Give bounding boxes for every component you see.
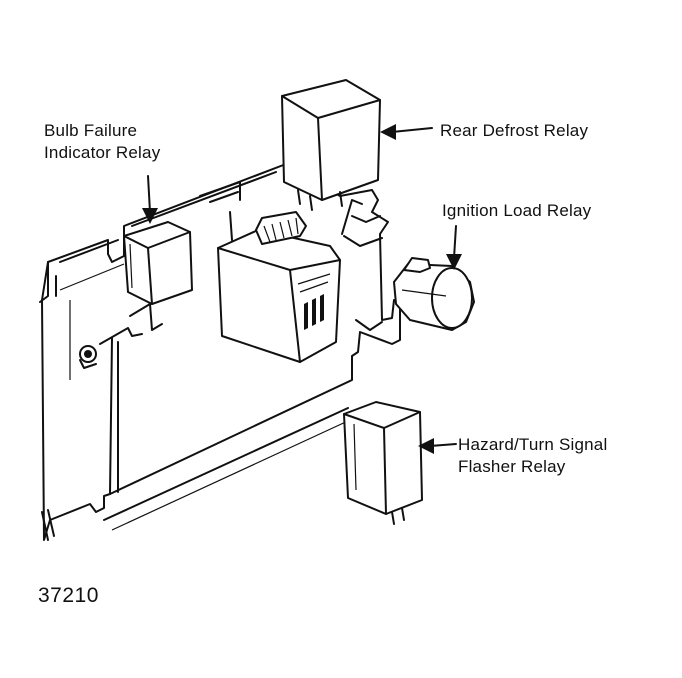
bulb-failure-label-line2: Indicator Relay [44,143,161,162]
rear-defrost-relay [281,79,381,211]
hazard-turn-label-line1: Hazard/Turn Signal [458,435,608,454]
mounting-bracket [39,163,401,541]
hazard-flasher-relay [343,401,423,525]
ignition-load-label: Ignition Load Relay [442,201,592,220]
hazard-turn-label-line2: Flasher Relay [458,457,566,476]
bulb-failure-label: Bulb Failure Indicator Relay [44,120,160,164]
figure-number: 37210 [38,584,99,607]
ignition-load-relay [393,257,475,331]
hazard-turn-label: Hazard/Turn Signal Flasher Relay [458,434,607,478]
arrow-hazard [429,443,457,447]
arrow-rear-defrost [391,127,433,133]
central-relay-module [217,211,341,363]
bulb-failure-relay [123,221,193,305]
arrow-ignition-load [453,225,457,259]
rear-defrost-label: Rear Defrost Relay [440,121,589,140]
arrow-bulb-failure [147,175,151,213]
bulb-failure-label-line1: Bulb Failure [44,121,138,140]
leader-arrows [142,124,462,454]
